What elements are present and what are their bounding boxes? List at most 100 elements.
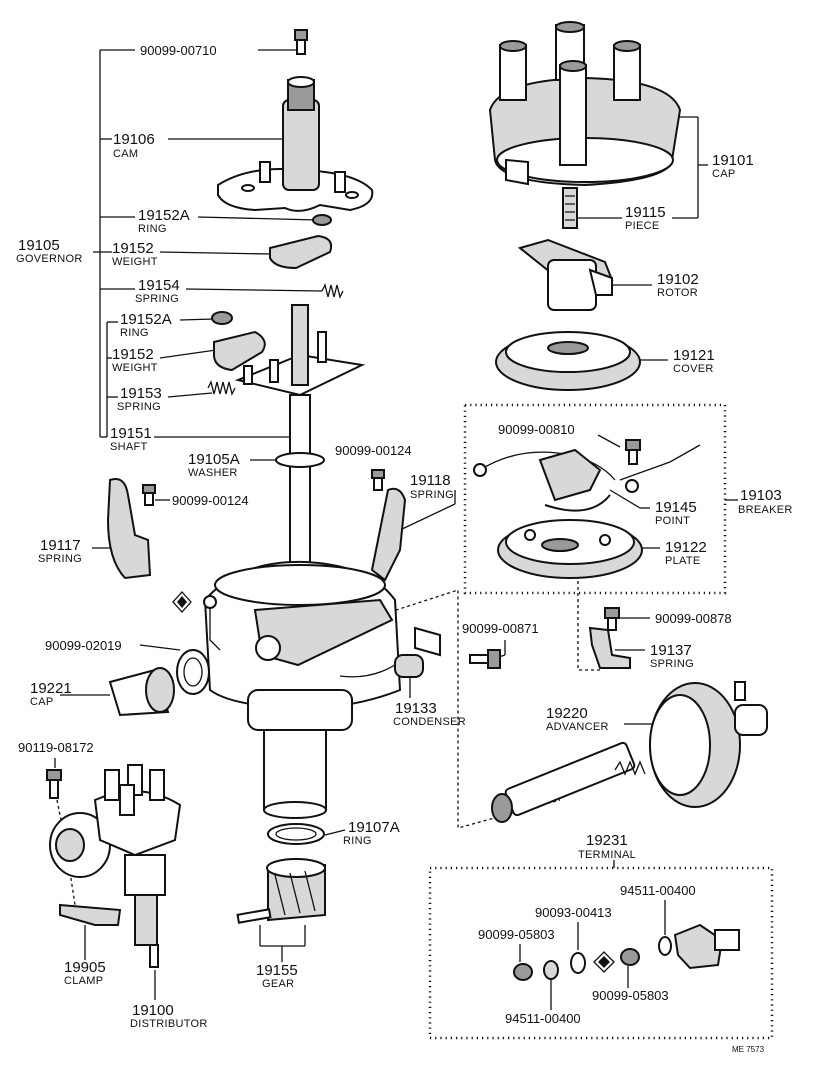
screw-90099-00124-a-drawing — [142, 484, 156, 506]
label-90099-00124-a: 90099-00124 — [172, 493, 249, 508]
diamond-marker-left — [172, 591, 192, 613]
screw-90099-00710-drawing — [294, 29, 308, 55]
label-90099-00810: 90099-00810 — [498, 422, 575, 437]
label-19153: 19153 — [120, 385, 162, 402]
screw-90099-00871-drawing — [469, 649, 501, 669]
label-19122: 19122 — [665, 539, 707, 556]
label-spring-19153: SPRING — [117, 401, 161, 413]
screw-90099-00810-drawing — [625, 439, 641, 465]
terminal-parts-drawing — [513, 923, 740, 981]
seal-drawing — [176, 649, 210, 695]
label-terminal: TERMINAL — [578, 849, 636, 861]
label-spring-19117: SPRING — [38, 553, 82, 565]
cover-drawing — [495, 331, 641, 391]
label-19121: 19121 — [673, 347, 715, 364]
terminal-group-box — [428, 866, 774, 1040]
label-19152-lower: 19152 — [112, 346, 154, 363]
label-cap-19221: CAP — [30, 696, 54, 708]
label-19145: 19145 — [655, 499, 697, 516]
label-distributor: DISTRIBUTOR — [130, 1018, 208, 1030]
label-19905: 19905 — [64, 959, 106, 976]
label-90093-00413: 90093-00413 — [535, 905, 612, 920]
label-clamp: CLAMP — [64, 975, 103, 987]
screw-90099-00124-b-drawing — [371, 469, 385, 491]
label-19118: 19118 — [410, 472, 451, 489]
label-ring-19107a: RING — [343, 835, 372, 847]
spring-19153-drawing — [207, 380, 236, 396]
label-plate: PLATE — [665, 555, 701, 567]
advancer-drawing — [491, 681, 768, 823]
washer-drawing — [275, 452, 325, 468]
label-spring-19118: SPRING — [410, 489, 454, 501]
distributor-small-drawing — [46, 764, 182, 968]
label-19151: 19151 — [110, 425, 152, 442]
label-19105: 19105 — [18, 237, 60, 254]
label-19152a-upper: 19152A — [138, 207, 190, 224]
label-19154: 19154 — [138, 277, 180, 294]
condenser-drawing — [339, 626, 441, 678]
label-19103: 19103 — [740, 487, 782, 504]
weight-upper-drawing — [269, 234, 333, 270]
rotor-drawing — [517, 238, 614, 311]
label-19101: 19101 — [712, 152, 754, 169]
label-advancer: ADVANCER — [546, 721, 609, 733]
cam-drawing — [217, 76, 374, 212]
label-90099-05803-right: 90099-05803 — [592, 988, 669, 1003]
spring-19117-drawing — [106, 478, 152, 580]
label-90099-00871: 90099-00871 — [462, 621, 539, 636]
ring-19152a-upper-drawing — [312, 214, 332, 226]
label-washer: WASHER — [188, 467, 238, 479]
label-governor: GOVERNOR — [16, 253, 83, 265]
label-cap-19101: CAP — [712, 168, 736, 180]
weight-lower-drawing — [213, 330, 266, 372]
label-19106: 19106 — [113, 131, 155, 148]
plate-drawing — [497, 519, 643, 579]
label-19100: 19100 — [132, 1002, 174, 1019]
label-90099-00710: 90099-00710 — [140, 43, 217, 58]
ring-19107a-drawing — [267, 823, 325, 845]
label-19137: 19137 — [650, 642, 692, 659]
spring-19154-drawing — [321, 283, 344, 299]
piece-drawing — [562, 187, 578, 229]
label-ring-lower: RING — [120, 327, 149, 339]
gear-drawing — [236, 858, 326, 924]
label-19117: 19117 — [40, 537, 81, 554]
point-drawing — [473, 444, 701, 512]
spring-19137-drawing — [588, 626, 631, 669]
label-spring-19137: SPRING — [650, 658, 694, 670]
spring-19118-drawing — [370, 487, 407, 582]
label-19221: 19221 — [30, 680, 72, 697]
label-spring-19154: SPRING — [135, 293, 179, 305]
label-condenser: CONDENSER — [393, 716, 466, 728]
label-19220: 19220 — [546, 705, 588, 722]
label-point: POINT — [655, 515, 690, 527]
diagram-code: ME 7573 — [732, 1045, 765, 1054]
label-shaft: SHAFT — [110, 441, 148, 453]
ring-19152a-lower-drawing — [211, 311, 233, 325]
label-19155: 19155 — [256, 962, 298, 979]
label-rotor: ROTOR — [657, 287, 698, 299]
label-90099-02019: 90099-02019 — [45, 638, 122, 653]
label-19152-upper: 19152 — [112, 240, 154, 257]
label-19107a: 19107A — [348, 819, 400, 836]
breaker-group-box — [463, 403, 727, 595]
label-90099-00124-b: 90099-00124 — [335, 443, 412, 458]
label-90099-05803-left: 90099-05803 — [478, 927, 555, 942]
label-19133: 19133 — [395, 700, 437, 717]
screw-90099-00878-drawing — [604, 607, 620, 631]
label-piece: PIECE — [625, 220, 660, 232]
label-breaker: BREAKER — [738, 504, 793, 516]
cap-19221-drawing — [108, 667, 175, 717]
label-gear: GEAR — [262, 978, 294, 990]
label-19231: 19231 — [586, 832, 628, 849]
label-weight-upper: WEIGHT — [112, 256, 158, 268]
label-19105a: 19105A — [188, 451, 240, 468]
label-19152a-lower: 19152A — [120, 311, 172, 328]
label-90119-08172: 90119-08172 — [18, 740, 94, 755]
label-19102: 19102 — [657, 271, 699, 288]
label-ring-upper: RING — [138, 223, 167, 235]
label-94511-00400-top: 94511-00400 — [620, 883, 696, 898]
cap-19101-drawing — [488, 21, 682, 187]
